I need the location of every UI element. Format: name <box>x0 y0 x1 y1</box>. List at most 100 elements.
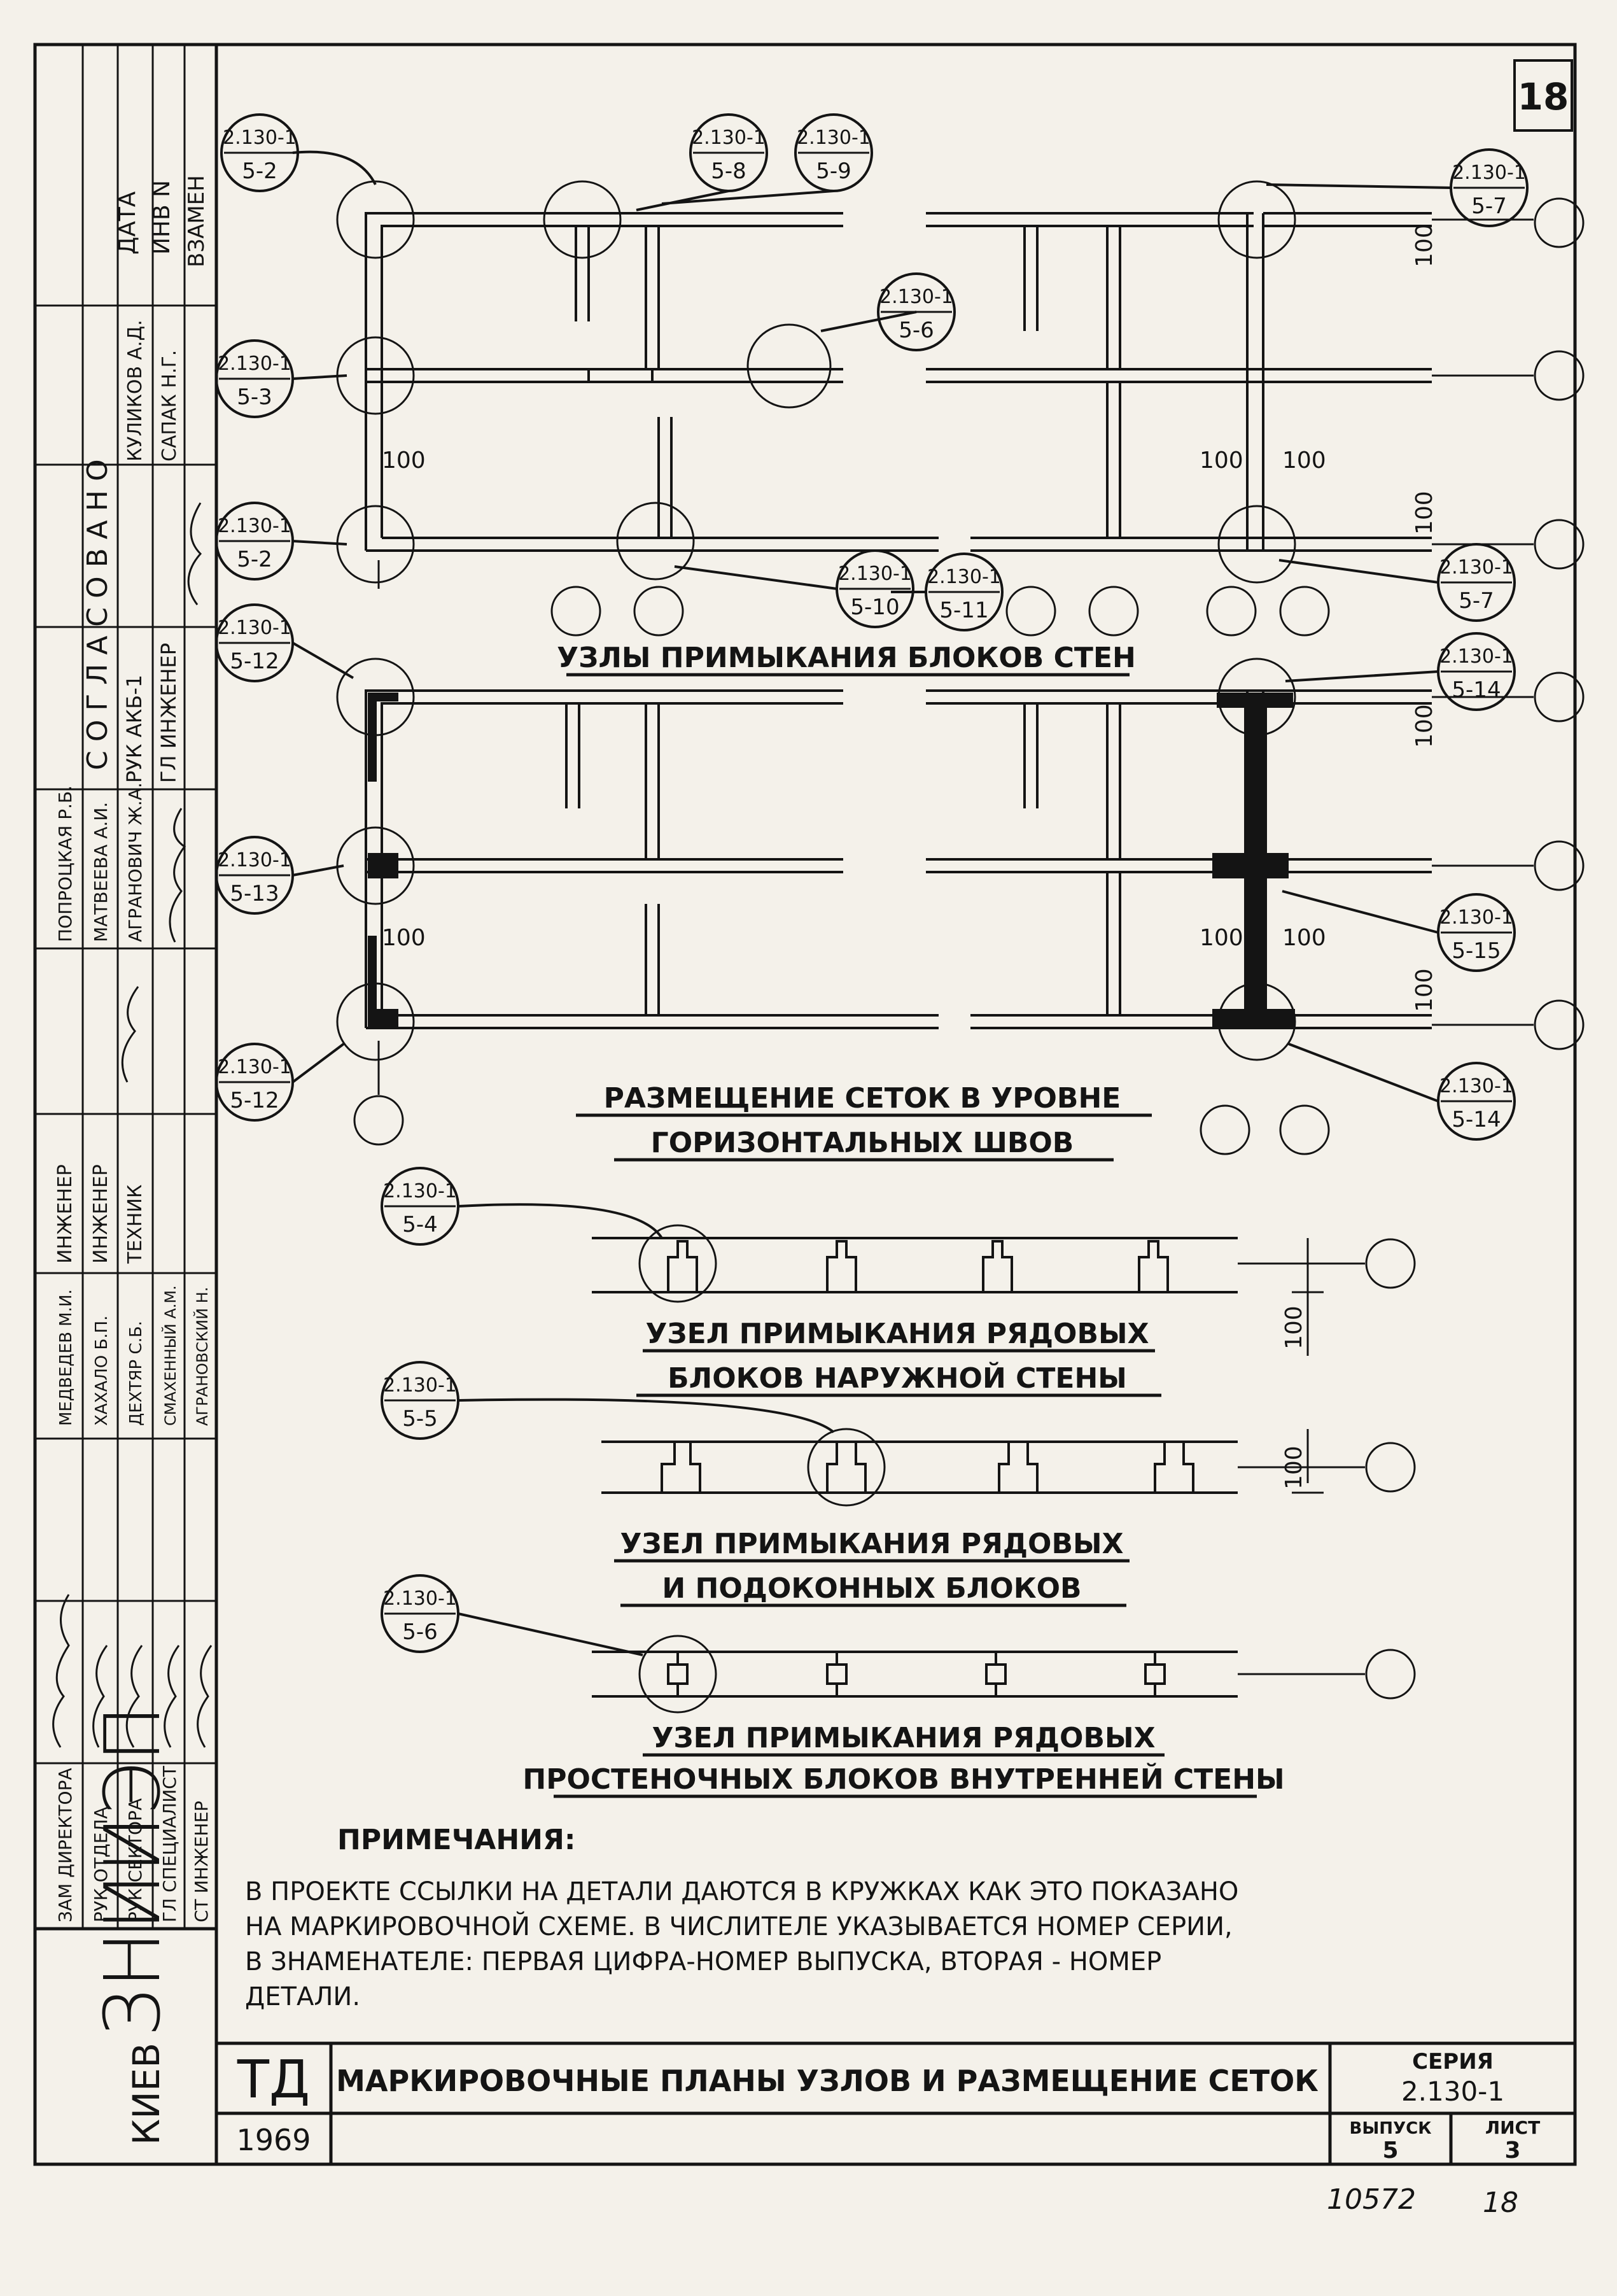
dimension-value: 100 <box>1411 704 1438 748</box>
sidebar-staff-role: РУК ОТДЕЛА <box>90 1807 111 1922</box>
callout-series: 2.130-1 <box>1439 556 1513 579</box>
mesh-hatching <box>368 693 1295 1028</box>
callout-series: 2.130-1 <box>927 566 1001 588</box>
callout-series-labels: 2.130-1 2.130-1 2.130-1 2.130-1 2.130-1 … <box>218 127 1526 1610</box>
dimension-value: 100 <box>1200 447 1243 474</box>
dimension-value: 100 <box>382 447 426 474</box>
drawing-title: УЗЕЛ ПРИМЫКАНИЯ РЯДОВЫХ <box>645 1318 1149 1350</box>
dimension-value: 100 <box>1282 925 1326 951</box>
signature-marks <box>52 502 213 1748</box>
sidebar-approval-name: КУЛИКОВ А.Д. <box>124 320 146 461</box>
drawing-titles: УЗЛЫ ПРИМЫКАНИЯ БЛОКОВ СТЕН РАЗМЕЩЕНИЕ С… <box>522 642 1284 1796</box>
callout-detail: 5-13 <box>230 881 279 906</box>
drawing-title: ПРОСТЕНОЧНЫХ БЛОКОВ ВНУТРЕННЕЙ СТЕНЫ <box>522 1762 1284 1796</box>
title-block-issue-label: ВЫПУСК <box>1350 2119 1432 2138</box>
callout-detail-labels: 5-2 5-8 5-9 5-7 5-6 5-3 5-2 5-10 5-11 5-… <box>230 158 1506 1645</box>
page-number: 18 <box>1518 75 1569 118</box>
notes-heading: ПРИМЕЧАНИЯ: <box>337 1824 575 1856</box>
title-block-sheet-label: ЛИСТ <box>1485 2117 1540 2138</box>
drawing-title: БЛОКОВ НАРУЖНОЙ СТЕНЫ <box>668 1361 1127 1395</box>
callout-detail: 5-7 <box>1459 588 1494 614</box>
callout-series: 2.130-1 <box>879 286 953 308</box>
sidebar-staff-name: МЕДВЕДЕВ М.И. <box>57 1289 76 1426</box>
sidebar-staff-name: АГРАНОВСКИЙ Н. <box>193 1287 211 1426</box>
dimension-value: 100 <box>1411 491 1438 535</box>
callout-bubbles <box>215 113 1529 1656</box>
callout-detail: 5-8 <box>711 158 746 184</box>
title-block-logo: ТД <box>237 2050 310 2110</box>
sidebar-approval-role: РУК АКБ-1 <box>122 675 146 783</box>
callout-series: 2.130-1 <box>383 1180 457 1202</box>
sidebar-staff-role: ИНЖЕНЕР <box>54 1164 76 1264</box>
callout-detail: 5-14 <box>1452 677 1501 703</box>
org-name: ЗНИИЭП <box>89 1705 178 2037</box>
callout-series: 2.130-1 <box>383 1588 457 1610</box>
sidebar-staff-role: РУК СЕКТОРА <box>125 1798 146 1922</box>
sidebar-staff-name: МАТВЕЕВА А.И. <box>90 802 111 942</box>
callout-detail: 5-3 <box>237 384 272 410</box>
callout-detail: 5-6 <box>402 1619 438 1645</box>
callout-detail: 5-2 <box>237 547 272 572</box>
notes-line: В ПРОЕКТЕ ССЫЛКИ НА ДЕТАЛИ ДАЮТСЯ В КРУЖ… <box>245 1877 1238 1906</box>
sidebar-staff-role: ГЛ СПЕЦИАЛИСТ <box>159 1765 180 1922</box>
callout-series: 2.130-1 <box>223 127 297 149</box>
title-underlines <box>554 673 1257 1798</box>
callout-series: 2.130-1 <box>797 127 871 149</box>
callout-series: 2.130-1 <box>218 849 291 871</box>
sidebar-inv-header: ИНВ N <box>149 180 175 255</box>
callout-detail: 5-5 <box>402 1406 438 1432</box>
detail-strip-3 <box>592 1635 1416 1714</box>
notes-line: ДЕТАЛИ. <box>245 1982 360 2011</box>
callout-series: 2.130-1 <box>1439 645 1513 668</box>
plan1-node-circles <box>336 180 1585 637</box>
callout-series: 2.130-1 <box>1452 162 1526 184</box>
title-block <box>216 2041 1575 2164</box>
drawing-title: УЗЕЛ ПРИМЫКАНИЯ РЯДОВЫХ <box>652 1722 1155 1754</box>
sidebar-staff-role: СТ ИНЖЕНЕР <box>191 1801 212 1922</box>
callout-detail: 5-15 <box>1452 938 1501 964</box>
callout-dividers <box>219 151 1525 1615</box>
title-block-title: МАРКИРОВОЧНЫЕ ПЛАНЫ УЗЛОВ И РАЗМЕЩЕНИЕ С… <box>336 2064 1319 2098</box>
plan-wall-junctions <box>365 212 1432 552</box>
sidebar-staff-name: ДЕХТЯР С.Б. <box>127 1321 146 1426</box>
dimension-value: 100 <box>1411 223 1438 267</box>
title-block-sheet-value: 3 <box>1504 2138 1520 2164</box>
notes-line: В ЗНАМЕНАТЕЛЕ: ПЕРВАЯ ЦИФРА-НОМЕР ВЫПУСК… <box>245 1947 1161 1976</box>
callout-detail: 5-12 <box>230 649 279 674</box>
archive-page: 18 <box>1483 2187 1518 2219</box>
callout-detail: 5-9 <box>816 158 851 184</box>
callout-series: 2.130-1 <box>838 563 912 585</box>
notes-line: НА МАРКИРОВОЧНОЙ СХЕМЕ. В ЧИСЛИТЕЛЕ УКАЗ… <box>245 1911 1233 1941</box>
sidebar-date-header: ДАТА <box>115 191 141 255</box>
drawing-title: УЗЛЫ ПРИМЫКАНИЯ БЛОКОВ СТЕН <box>557 642 1136 674</box>
dimension-labels: 100 100 100 100 100 100 100 100 100 100 … <box>382 223 1438 1490</box>
callout-detail: 5-6 <box>899 318 934 343</box>
sidebar: ДАТА ИНВ N ВЗАМЕН С О Г Л А С О В А Н О … <box>35 45 216 2145</box>
callout-series: 2.130-1 <box>218 515 291 537</box>
callout-series: 2.130-1 <box>218 1056 291 1078</box>
dimension-value: 100 <box>1282 447 1326 474</box>
plan2-node-circles <box>336 658 1585 1155</box>
sidebar-staff-name: АГРАНОВИЧ Ж.А. <box>125 782 146 942</box>
callout-series: 2.130-1 <box>218 353 291 375</box>
dimension-value: 100 <box>1200 925 1243 951</box>
callout-detail: 5-12 <box>230 1088 279 1113</box>
sidebar-approval-title: С О Г Л А С О В А Н О <box>81 459 114 770</box>
callout-series: 2.130-1 <box>218 617 291 639</box>
dimension-value: 100 <box>1281 1306 1307 1349</box>
title-block-issue-value: 5 <box>1382 2138 1398 2164</box>
sidebar-staff-role: ИНЖЕНЕР <box>90 1164 112 1264</box>
drawing-title: И ПОДОКОННЫХ БЛОКОВ <box>662 1572 1081 1605</box>
callout-series: 2.130-1 <box>383 1374 457 1397</box>
sidebar-staff-role: ЗАМ ДИРЕКТОРА <box>55 1768 76 1922</box>
sidebar-approval-name: САПАК Н.Г. <box>158 350 181 461</box>
callout-detail: 5-7 <box>1471 194 1507 219</box>
sidebar-staff-role: ТЕХНИК <box>124 1185 146 1264</box>
sidebar-staff-name: ПОПРОЦКАЯ Р.Б. <box>55 785 76 942</box>
drawing-title: УЗЕЛ ПРИМЫКАНИЯ РЯДОВЫХ <box>620 1528 1123 1560</box>
dimension-value: 100 <box>382 925 426 951</box>
detail-strip-1 <box>592 1224 1416 1356</box>
callout-series: 2.130-1 <box>1439 906 1513 929</box>
drawing-title: ГОРИЗОНТАЛЬНЫХ ШВОВ <box>651 1127 1074 1159</box>
